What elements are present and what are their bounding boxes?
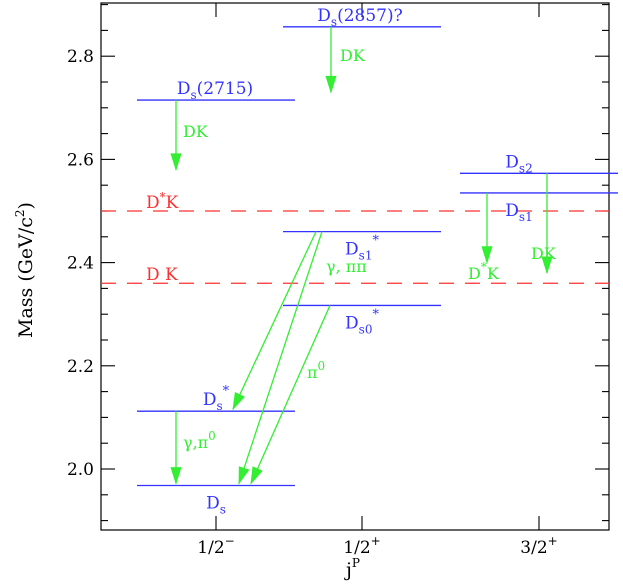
plot-frame xyxy=(100,2,610,531)
transition-arrow-head xyxy=(238,466,250,485)
transition-label: DK xyxy=(531,244,557,263)
y-tick-label: 2.2 xyxy=(67,357,94,377)
transition-label: γ,π0 xyxy=(183,429,216,452)
y-tick-label: 2.4 xyxy=(67,254,94,274)
threshold-label: D K xyxy=(146,265,178,285)
x-tick-label: 3/2+ xyxy=(520,534,557,558)
transition-arrow-head xyxy=(232,392,245,411)
y-tick-label: 2.6 xyxy=(67,150,94,170)
transition-arrow-head xyxy=(541,256,553,275)
y-axis-label: Mass (GeV/c2) xyxy=(13,202,37,338)
transition-arrow xyxy=(250,305,331,484)
transition-arrow xyxy=(238,231,323,484)
level-label: Ds(2715) xyxy=(177,79,253,102)
level-label: Ds(2857)? xyxy=(317,6,402,29)
transition-arrow-head xyxy=(170,153,182,172)
transition-arrow-head xyxy=(170,467,182,485)
transition-arrow xyxy=(232,231,317,410)
transition-label: DK xyxy=(340,46,366,65)
transition-label: π0 xyxy=(307,359,325,382)
transition-label: γ, ππ xyxy=(326,257,367,276)
level-label: Ds0* xyxy=(345,307,379,336)
transition-label: DK xyxy=(183,122,209,141)
level-label: Ds1 xyxy=(505,201,532,224)
y-tick-label: 2.8 xyxy=(67,47,94,67)
transition-label: D*K xyxy=(468,260,500,283)
x-tick-label: 1/2− xyxy=(197,534,234,558)
transition-arrow-head xyxy=(325,75,337,94)
x-axis-label: jP xyxy=(344,556,360,581)
transition-arrow-head xyxy=(481,246,493,264)
level-label: Ds1* xyxy=(345,234,379,263)
x-tick-label: 1/2+ xyxy=(343,534,380,558)
level-label: Ds2 xyxy=(505,152,532,175)
level-label: Ds xyxy=(206,494,226,517)
level-label: Ds* xyxy=(203,384,230,413)
transition-arrow-head xyxy=(250,466,263,485)
threshold-label: D*K xyxy=(146,190,179,213)
y-tick-label: 2.0 xyxy=(67,460,94,480)
